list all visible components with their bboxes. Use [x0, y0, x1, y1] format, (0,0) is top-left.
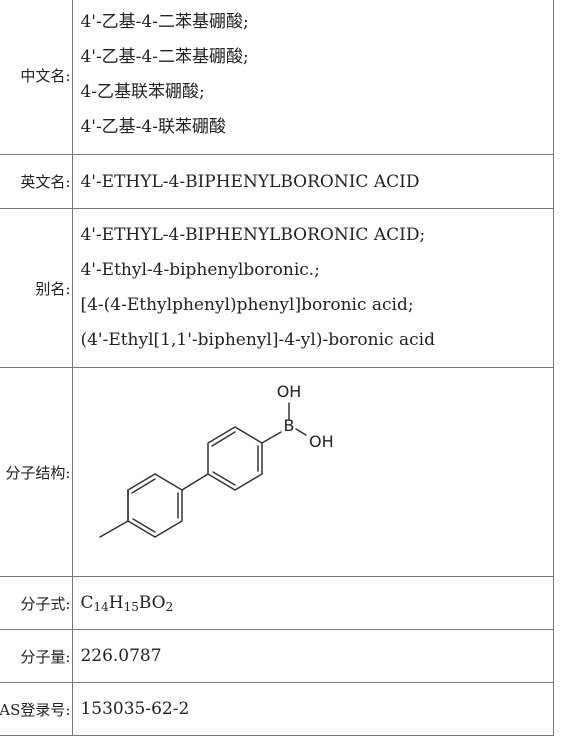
molecular-weight: 226.0787 [72, 629, 554, 683]
alias-1: 4'-ETHYL-4-BIPHENYLBORONIC ACID; [80, 225, 426, 245]
label-aliases: 别名: [0, 208, 74, 368]
formula-h-count: 15 [123, 599, 139, 614]
formula-b: B [138, 592, 152, 613]
english-name: 4'-ETHYL-4-BIPHENYLBORONIC ACID [72, 154, 554, 209]
row-english-name: 英文名: 4'-ETHYL-4-BIPHENYLBORONIC ACID [0, 154, 554, 209]
row-chinese-name: 中文名: 4'-乙基-4-二苯基硼酸; 4'-乙基-4-二苯基硼酸; 4-乙基联… [0, 0, 554, 155]
atom-label-oh-top: OH [277, 382, 302, 401]
chinese-name-4: 4'-乙基-4-联苯硼酸 [80, 117, 226, 137]
biaryl-bond [181, 472, 210, 491]
chinese-name-2: 4'-乙基-4-二苯基硼酸; [80, 47, 249, 67]
benzene-ring-lower [127, 472, 184, 538]
label-formula: 分子式: [0, 576, 74, 630]
alias-3: [4-(4-Ethylphenyl)phenyl]boronic acid; [80, 295, 414, 315]
label-english-name: 英文名: [0, 154, 74, 209]
alias-list: 4'-ETHYL-4-BIPHENYLBORONIC ACID; 4'-Ethy… [72, 208, 554, 368]
cas-number: 153035-62-2 [72, 682, 554, 736]
label-molecular-weight: 分子量: [0, 629, 74, 683]
row-molecular-weight: 分子量: 226.0787 [0, 629, 554, 683]
row-formula: 分子式: C14H15BO2 [0, 576, 554, 630]
structure-cell: OH B OH [72, 367, 554, 577]
row-aliases: 别名: 4'-ETHYL-4-BIPHENYLBORONIC ACID; 4'-… [0, 208, 554, 368]
chinese-name-1: 4'-乙基-4-二苯基硼酸; [80, 12, 249, 32]
ring-lower-double-1 [131, 477, 157, 494]
ring-lower-double-3 [132, 517, 157, 533]
label-cas: CAS登录号: [0, 682, 74, 736]
formula-o: O [151, 592, 166, 613]
ethyl-bond-1 [99, 519, 130, 538]
boron-oh-right-bond [295, 427, 308, 436]
alias-4: (4'-Ethyl[1,1'-biphenyl]-4-yl)-boronic a… [80, 330, 435, 350]
label-chinese-name: 中文名: [0, 0, 74, 155]
row-cas: CAS登录号: 153035-62-2 [0, 682, 554, 736]
molecular-structure-diagram: OH B OH [99, 382, 334, 538]
molecular-formula: C14H15BO2 [72, 576, 554, 630]
formula-c-count: 14 [93, 599, 109, 614]
chinese-name-list: 4'-乙基-4-二苯基硼酸; 4'-乙基-4-二苯基硼酸; 4-乙基联苯硼酸; … [72, 0, 554, 155]
ring-upper-double-3 [212, 470, 237, 486]
row-structure: 分子结构: [0, 367, 554, 577]
alias-2: 4'-Ethyl-4-biphenylboronic.; [80, 260, 320, 280]
ring-upper-double-1 [211, 430, 237, 447]
label-structure: 分子结构: [0, 367, 74, 577]
benzene-ring-upper [207, 425, 264, 491]
atom-label-boron: B [284, 416, 295, 435]
atom-label-oh-right: OH [309, 432, 334, 451]
formula-o-count: 2 [165, 599, 174, 614]
compound-info-table: 中文名: 4'-乙基-4-二苯基硼酸; 4'-乙基-4-二苯基硼酸; 4-乙基联… [0, 0, 554, 736]
carbon-boron-bond [261, 430, 283, 444]
chinese-name-3: 4-乙基联苯硼酸; [80, 82, 205, 102]
formula-c: C [80, 592, 94, 613]
formula-h: H [108, 592, 124, 613]
